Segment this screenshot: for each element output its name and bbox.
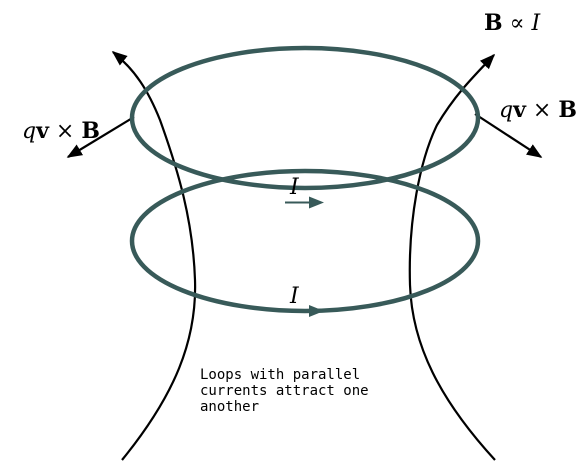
force-label-right: qv × B (499, 97, 577, 123)
force-right-times: × (526, 98, 558, 123)
force-right-v: v (512, 97, 527, 123)
current-loop-top (132, 48, 478, 188)
force-left-b: B (81, 118, 100, 144)
field-proportionality-label: B ∝ I (484, 10, 541, 36)
caption-line-1: Loops with parallel (200, 367, 360, 383)
force-left-times: × (49, 119, 81, 144)
field-propto-symbol: ∝ (503, 11, 532, 36)
field-current-symbol: I (530, 11, 541, 36)
field-line-right (410, 55, 495, 460)
field-line-left (113, 52, 195, 460)
force-left-q: q (22, 119, 36, 144)
field-b-symbol: B (484, 10, 503, 36)
caption-line-3: another (200, 399, 259, 415)
current-loop-bottom (132, 171, 478, 311)
force-label-left: qv × B (22, 118, 100, 144)
force-left-v: v (35, 118, 50, 144)
current-label-top: I (289, 175, 300, 200)
force-right-b: B (558, 97, 577, 123)
force-right-q: q (499, 98, 513, 123)
caption-line-2: currents attract one (200, 383, 369, 399)
current-label-bottom: I (289, 284, 300, 309)
